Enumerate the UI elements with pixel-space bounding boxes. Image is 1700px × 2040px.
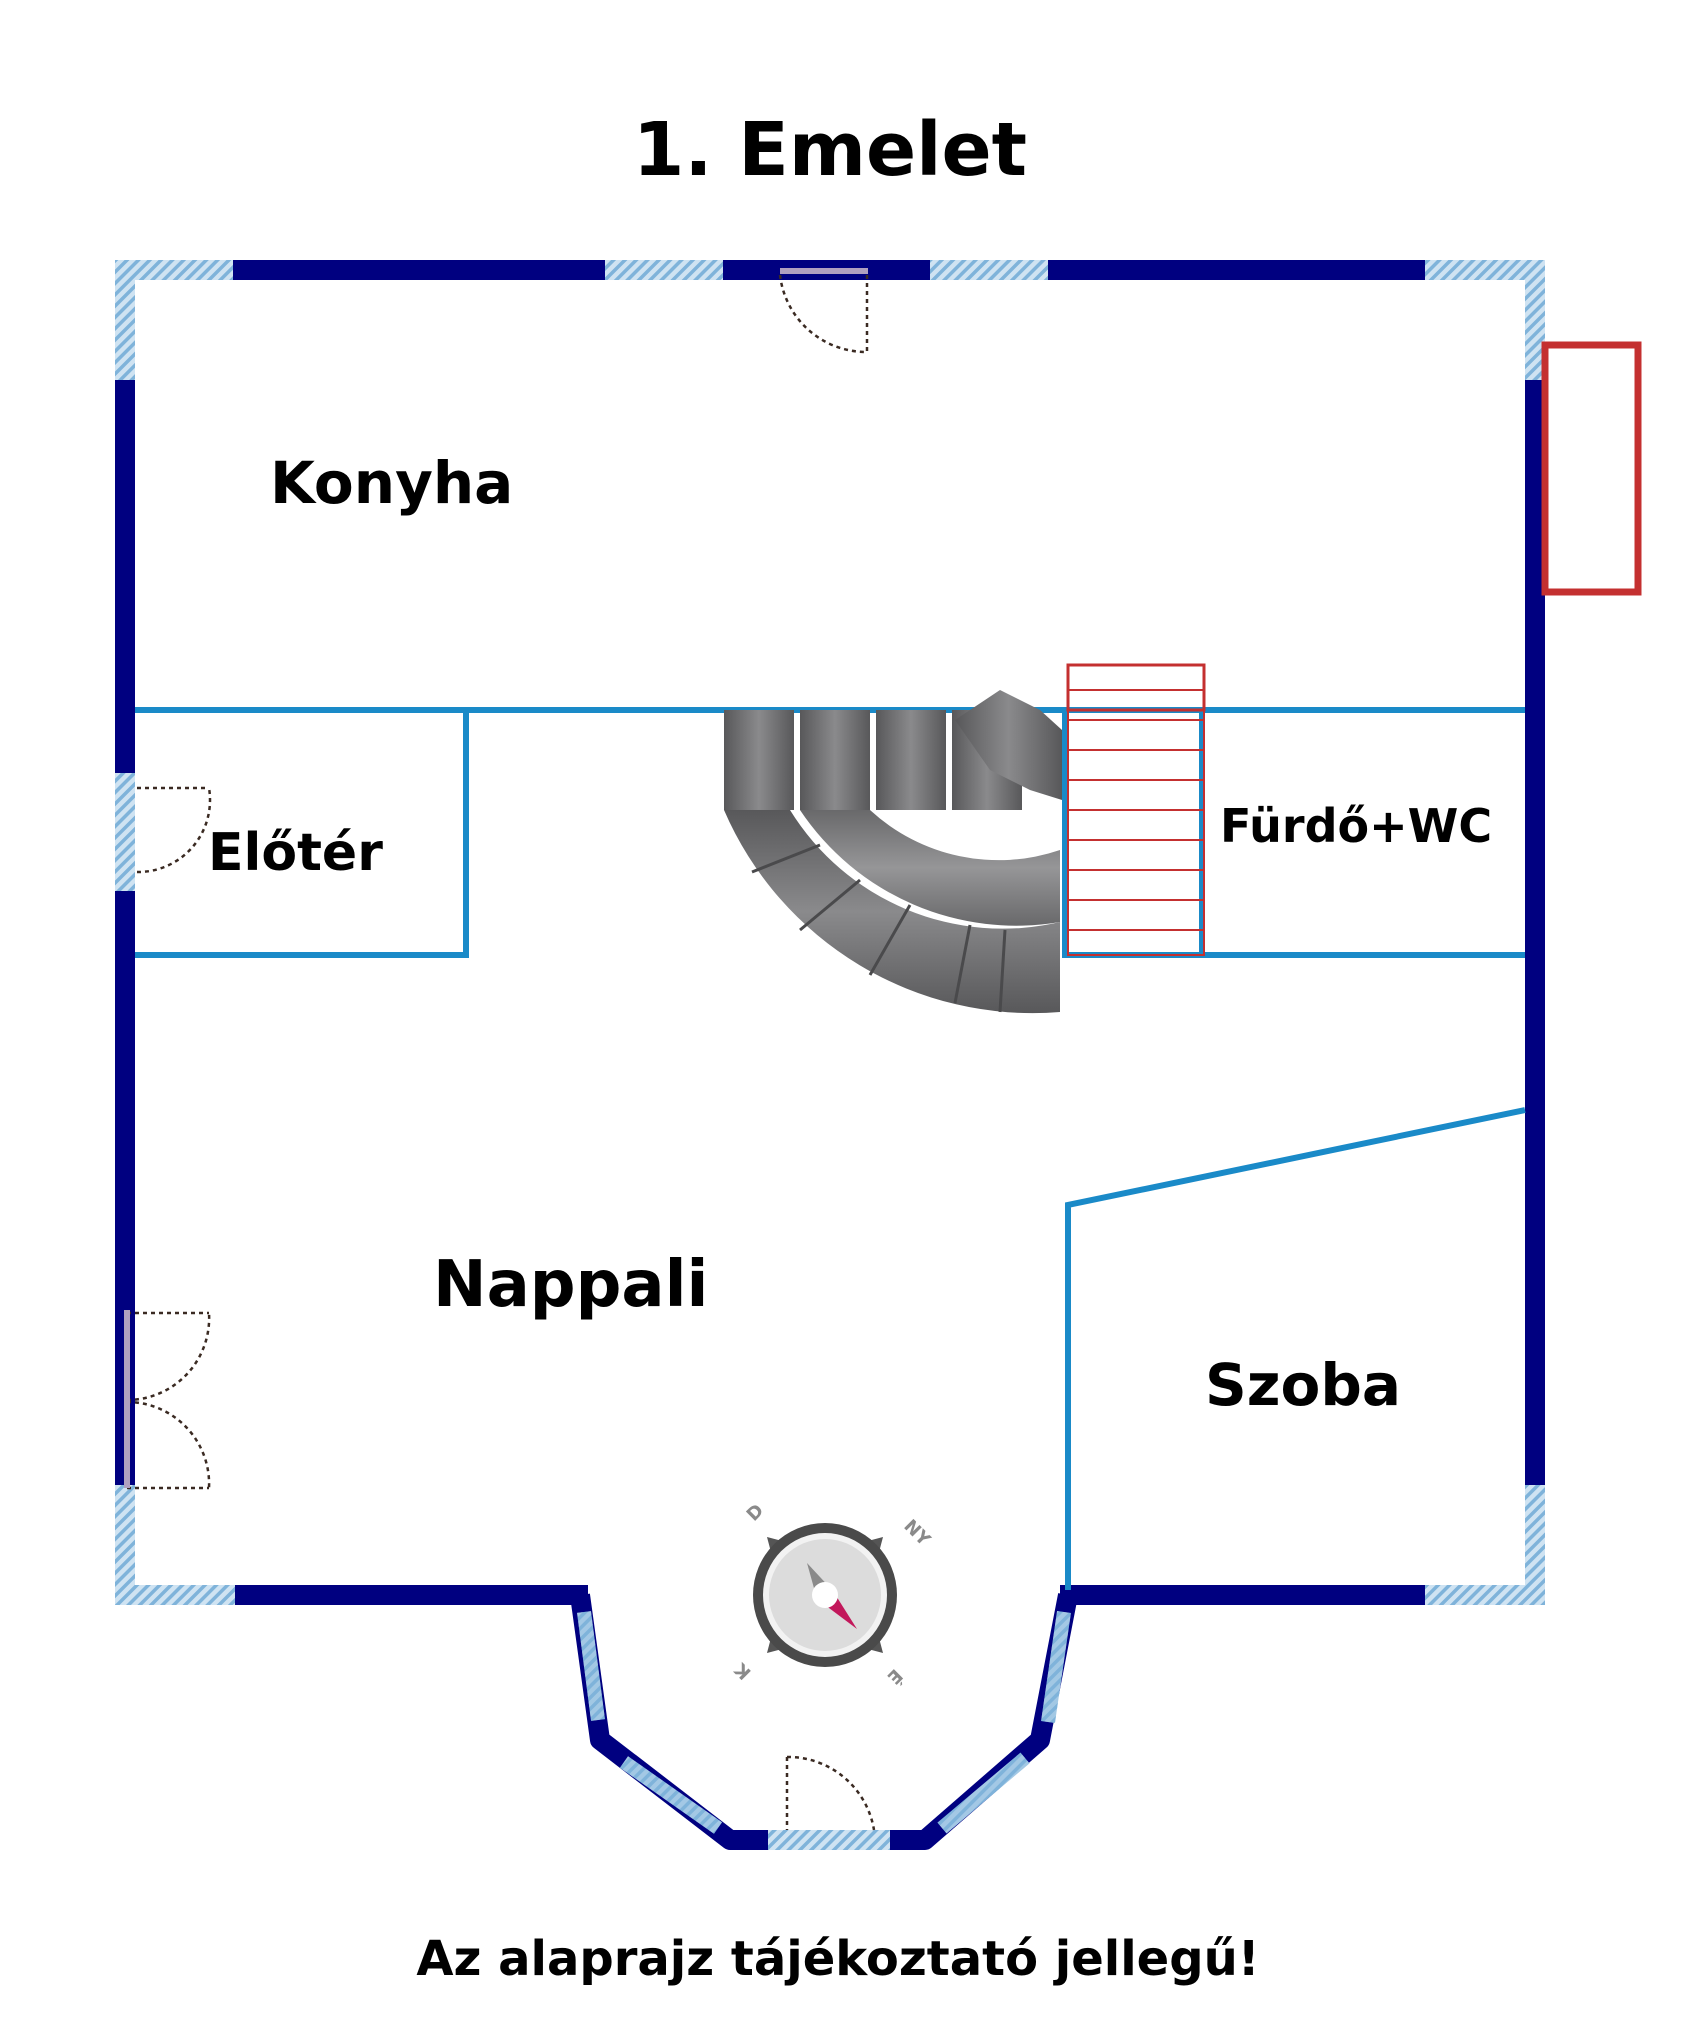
room-label-nappali: Nappali <box>433 1248 708 1322</box>
balcony-outline <box>1541 341 1642 596</box>
compass-ny-label: NY <box>899 1516 934 1551</box>
spiral-stair <box>724 690 1062 1014</box>
room-label-szoba: Szoba <box>1205 1351 1401 1419</box>
page-title: 1. Emelet <box>633 107 1027 193</box>
room-label-furdo: Fürdő+WC <box>1220 799 1492 853</box>
room-label-konyha: Konyha <box>270 449 513 517</box>
doors <box>126 274 876 1831</box>
compass-k-label: K <box>730 1658 755 1683</box>
compass-e-label: É <box>883 1664 907 1688</box>
room-label-eloter: Előtér <box>208 823 383 883</box>
compass-d-label: D <box>743 1500 768 1525</box>
windows <box>115 260 1545 1850</box>
compass <box>753 1523 897 1667</box>
disclaimer: Az alaprajz tájékoztató jellegű! <box>416 1931 1259 1987</box>
